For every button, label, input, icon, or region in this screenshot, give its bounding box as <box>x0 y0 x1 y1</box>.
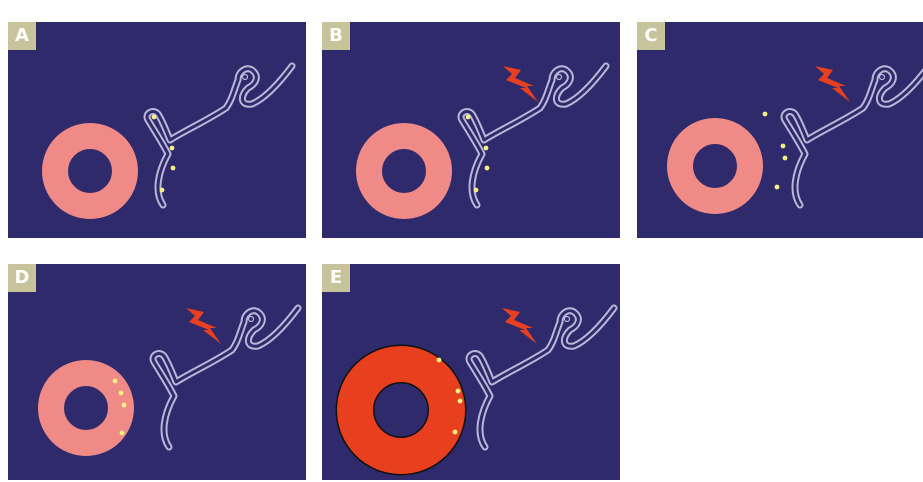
vesicle <box>171 166 176 171</box>
vesicle <box>122 403 127 408</box>
vesicle <box>781 144 786 149</box>
vesicle <box>484 146 489 151</box>
vesicle <box>466 115 471 120</box>
panel-d-diagram <box>8 264 306 480</box>
panel-a: A <box>8 22 306 238</box>
muscle-fiber-ring <box>369 136 439 206</box>
neuron-terminal <box>784 66 923 205</box>
nucleus-dot <box>565 317 570 322</box>
panel-label: C <box>637 22 665 50</box>
panel-b-diagram <box>322 22 620 238</box>
vesicle <box>775 185 780 190</box>
nucleus-dot <box>557 75 562 80</box>
muscle-fiber-ring <box>680 131 750 201</box>
vesicle <box>763 112 768 117</box>
panel-e: E <box>322 264 620 480</box>
neuron-terminal <box>461 66 606 205</box>
vesicle <box>119 391 124 396</box>
neuron-terminal <box>469 308 614 447</box>
panel-c: C <box>637 22 923 238</box>
panel-label: A <box>8 22 36 50</box>
vesicle <box>437 358 442 363</box>
panel-b: B <box>322 22 620 238</box>
vesicle <box>152 115 157 120</box>
nucleus-dot <box>880 75 885 80</box>
vesicle <box>120 431 125 436</box>
muscle-fiber-ring <box>55 136 125 206</box>
lightning-icon <box>186 308 221 344</box>
vesicle <box>783 156 788 161</box>
vesicle <box>160 188 165 193</box>
nucleus-dot <box>249 317 254 322</box>
vesicle <box>170 146 175 151</box>
panel-label: D <box>8 264 36 292</box>
lightning-icon <box>815 66 850 102</box>
vesicle <box>485 166 490 171</box>
muscle-fiber-ring <box>51 373 121 443</box>
vesicle <box>456 389 461 394</box>
panel-label: E <box>322 264 350 292</box>
panel-d: D <box>8 264 306 480</box>
panel-label: B <box>322 22 350 50</box>
neuron-terminal <box>153 308 298 447</box>
nucleus-dot <box>243 75 248 80</box>
vesicle <box>453 430 458 435</box>
panel-a-diagram <box>8 22 306 238</box>
muscle-fiber-ring-contracted-fill <box>355 364 447 456</box>
lightning-icon <box>503 66 538 102</box>
lightning-icon <box>502 308 537 344</box>
panel-e-diagram <box>322 264 620 480</box>
vesicle <box>113 379 118 384</box>
neuron-terminal <box>147 66 292 205</box>
vesicle <box>458 399 463 404</box>
vesicle <box>474 188 479 193</box>
panel-c-diagram <box>637 22 923 238</box>
